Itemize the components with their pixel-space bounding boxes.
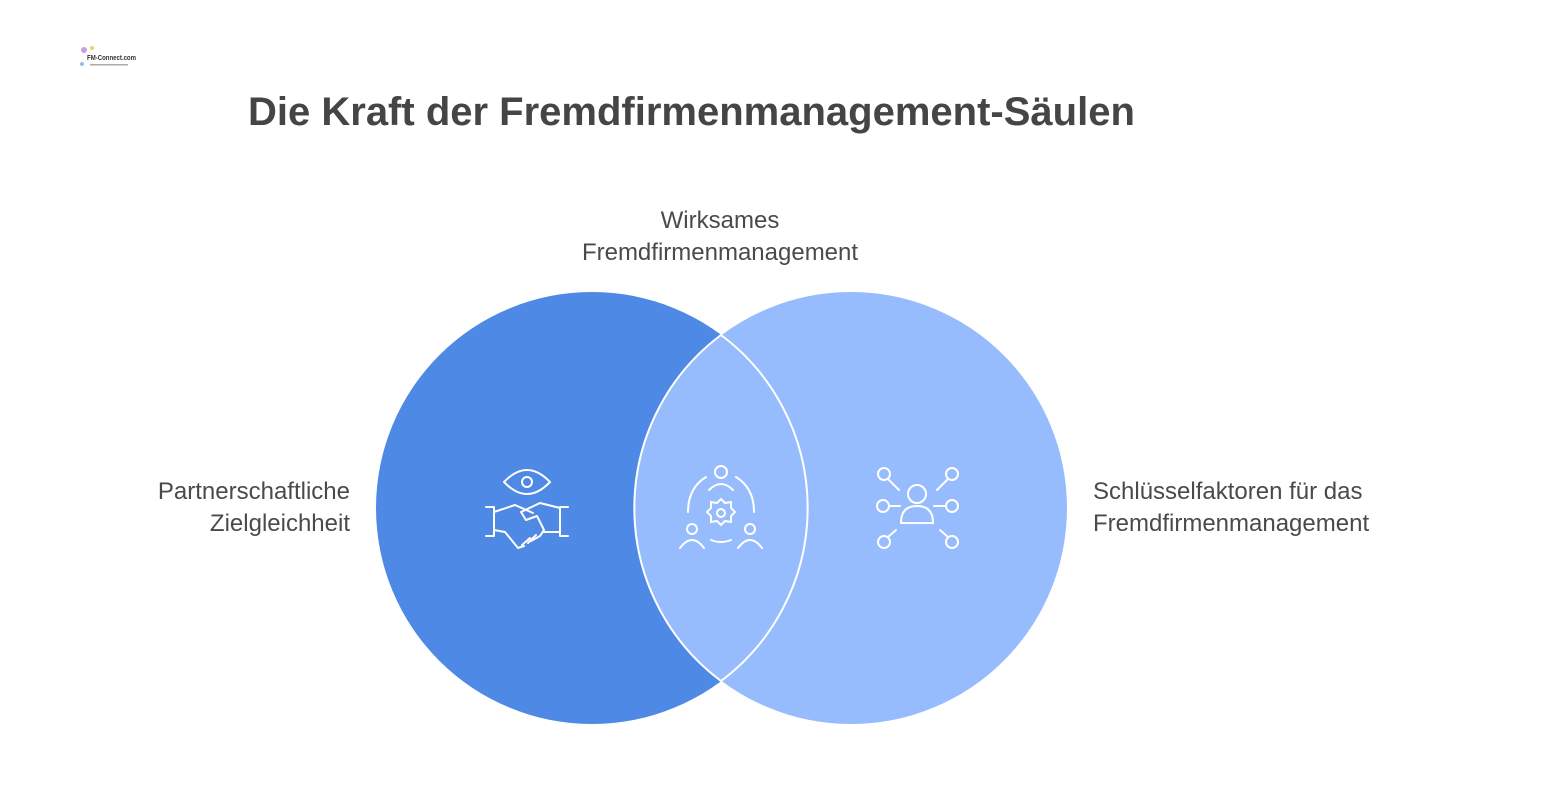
intersection xyxy=(635,292,808,724)
label-line: Zielgleichheit xyxy=(209,510,350,537)
label-line: Fremdfirmenmanagement xyxy=(1093,510,1370,537)
logo: FM-Connect.com xyxy=(80,46,136,66)
team-gear-icon xyxy=(679,465,763,549)
label-right-circle: Schlüsselfaktoren für das Fremdfirmenman… xyxy=(1093,476,1513,540)
label-line: Wirksames xyxy=(660,207,780,234)
label-line: Schlüsselfaktoren für das xyxy=(1093,478,1363,505)
label-line: Partnerschaftliche xyxy=(157,478,350,505)
network-person-icon xyxy=(876,467,959,549)
page-title: Die Kraft der Fremdfirmenmanagement-Säul… xyxy=(248,90,1135,134)
handshake-eye-icon xyxy=(485,469,569,549)
logo-text: FM-Connect.com xyxy=(87,55,136,62)
intersection-outline xyxy=(633,333,809,683)
label-left-circle: Partnerschaftliche Zielgleichheit xyxy=(60,476,350,540)
label-intersection: Wirksames Fremdfirmenmanagement xyxy=(520,205,920,269)
label-line: Fremdfirmenmanagement xyxy=(581,239,859,266)
